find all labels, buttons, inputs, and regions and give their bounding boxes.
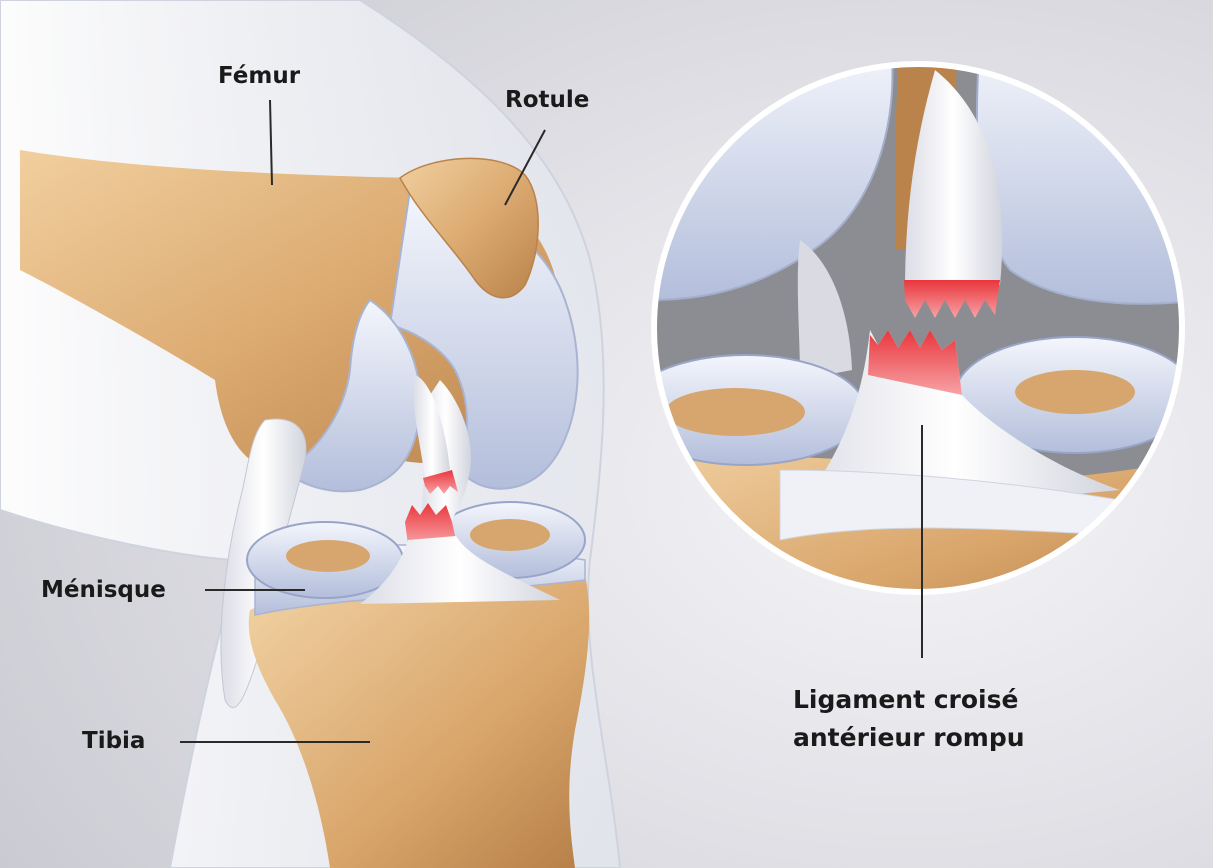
label-tibia: Tibia xyxy=(82,727,145,755)
label-femur: Fémur xyxy=(218,62,300,90)
label-menisque: Ménisque xyxy=(41,576,166,604)
label-rotule: Rotule xyxy=(505,86,589,114)
label-torn-acl-line2: antérieur rompu xyxy=(793,719,1053,757)
meniscus-left xyxy=(247,522,403,598)
label-torn-acl: Ligament croisé antérieur rompu xyxy=(793,681,1053,757)
label-torn-acl-line1: Ligament croisé xyxy=(793,681,1053,719)
